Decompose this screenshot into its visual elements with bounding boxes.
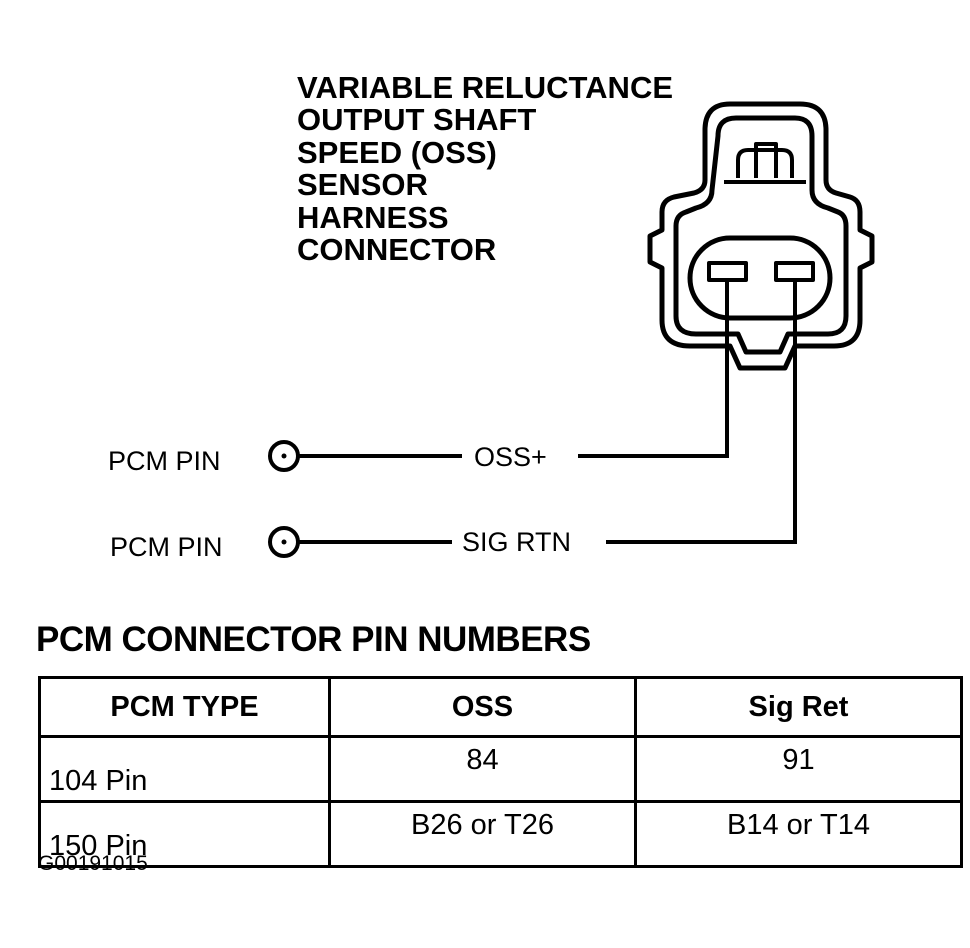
wire-oss-plus [298,346,729,458]
table-cell: 84 [328,735,637,803]
connector-label-line: SENSOR [297,167,428,202]
figure-id: G00191015 [38,852,148,875]
connector-label-line: HARNESS [297,200,449,235]
pcm-pin-label: PCM PIN [108,446,221,476]
pcm-pin-terminal-icon [268,440,300,472]
table-cell: 150 Pin [38,800,331,868]
connector-label-line: SPEED (OSS) [297,135,497,170]
table-row: 150 Pin B26 or T26 B14 or T14 [38,800,963,868]
connector-label: VARIABLE RELUCTANCE OUTPUT SHAFT SPEED (… [297,70,673,267]
harness-connector-icon [647,101,875,371]
connector-label-line: CONNECTOR [297,232,496,267]
table-header-row: PCM TYPE OSS Sig Ret [38,676,963,738]
connector-label-line: OUTPUT SHAFT [297,102,536,137]
oss-wiring-diagram: VARIABLE RELUCTANCE OUTPUT SHAFT SPEED (… [108,70,875,562]
table-cell: B26 or T26 [328,800,637,868]
pcm-pin-label: PCM PIN [110,532,223,562]
table-cell: B14 or T14 [634,800,963,868]
signal-label-sig-rtn: SIG RTN [462,527,571,557]
table-cell: 104 Pin [38,735,331,803]
column-header: PCM TYPE [38,676,331,738]
table-row: 104 Pin 84 91 [38,735,963,803]
pcm-pin-terminal-icon [268,526,300,558]
table-title: PCM CONNECTOR PIN NUMBERS [36,620,591,659]
pin-number-table: PCM TYPE OSS Sig Ret 104 Pin 84 91 150 P… [38,676,963,868]
signal-label-oss-plus: OSS+ [474,442,547,472]
column-header: OSS [328,676,637,738]
wire-sig-rtn [298,346,797,544]
table-cell: 91 [634,735,963,803]
connector-label-line: VARIABLE RELUCTANCE [297,70,673,105]
column-header: Sig Ret [634,676,963,738]
